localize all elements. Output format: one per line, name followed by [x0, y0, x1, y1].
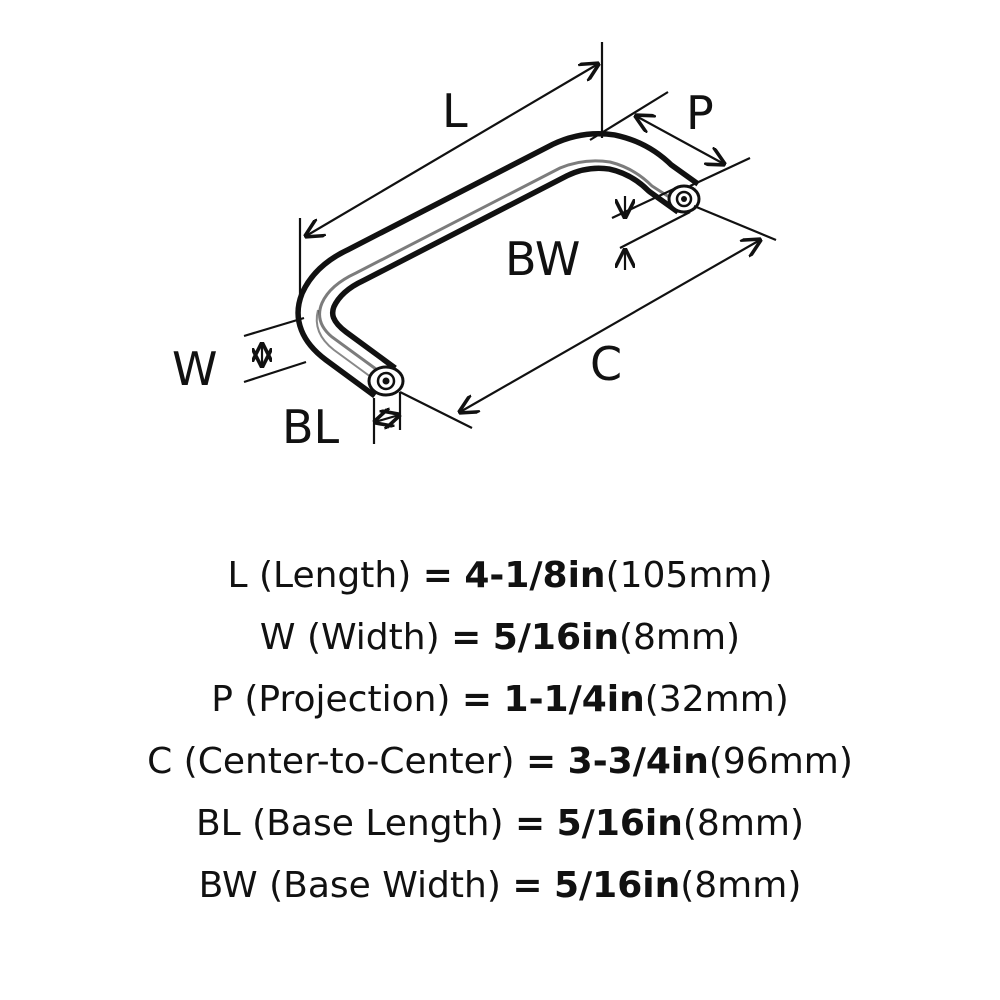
base-length-label: BL [282, 400, 340, 454]
spec-row-center-to-center: C (Center-to-Center) = 3-3/4in(96mm) [0, 731, 1000, 793]
spec-row-projection: P (Projection) = 1-1/4in(32mm) [0, 669, 1000, 731]
spec-row-base-length: BL (Base Length) = 5/16in(8mm) [0, 793, 1000, 855]
spec-equals: = [512, 865, 543, 906]
spec-mm-value: (32mm) [644, 679, 789, 720]
wire-pull-handle [295, 131, 700, 399]
specification-list: L (Length) = 4-1/8in(105mm) W (Width) = … [0, 545, 1000, 917]
spec-mm-value: (8mm) [682, 803, 805, 844]
spec-row-width: W (Width) = 5/16in(8mm) [0, 607, 1000, 669]
base-width-label: BW [505, 232, 580, 286]
spec-inch-value: 3-3/4in [567, 741, 709, 782]
width-dimension [243, 316, 307, 384]
handle-dimension-diagram: L P BW W C BL [172, 42, 777, 454]
spec-row-base-width: BW (Base Width) = 5/16in(8mm) [0, 855, 1000, 917]
spec-equals: = [451, 617, 482, 658]
center-to-center-label: C [590, 337, 622, 391]
projection-dimension [589, 91, 751, 187]
spec-equals: = [515, 803, 546, 844]
spec-mm-value: (105mm) [605, 555, 773, 596]
spec-equals: = [461, 679, 493, 720]
projection-label: P [686, 86, 714, 140]
spec-mm-value: (96mm) [708, 741, 853, 782]
left-end-cap [367, 365, 405, 397]
width-label: W [172, 342, 217, 396]
spec-inch-value: 1-1/4in [503, 679, 645, 720]
spec-name: (Base Width) [269, 865, 501, 906]
spec-equals: = [422, 555, 453, 596]
base-length-dimension [374, 392, 400, 444]
spec-inch-value: 5/16in [553, 865, 681, 906]
spec-code: P [211, 679, 233, 720]
right-end-cap [667, 184, 701, 214]
center-to-center-dimension [399, 204, 777, 429]
spec-name: (Width) [306, 617, 440, 658]
spec-mm-value: (8mm) [618, 617, 741, 658]
spec-name: (Base Length) [252, 803, 504, 844]
spec-code: BL [195, 803, 241, 844]
spec-code: C [147, 741, 173, 782]
spec-name: (Length) [259, 555, 412, 596]
length-dimension [298, 42, 602, 298]
spec-code: L [227, 555, 248, 596]
spec-mm-value: (8mm) [680, 865, 802, 906]
spec-code: W [259, 617, 296, 658]
length-label: L [442, 84, 468, 138]
spec-name: (Projection) [244, 679, 451, 720]
spec-inch-value: 4-1/8in [464, 555, 606, 596]
spec-code: BW [198, 865, 258, 906]
spec-equals: = [526, 741, 557, 782]
spec-row-length: L (Length) = 4-1/8in(105mm) [0, 545, 1000, 607]
spec-inch-value: 5/16in [556, 803, 683, 844]
spec-inch-value: 5/16in [492, 617, 619, 658]
spec-name: (Center-to-Center) [183, 741, 515, 782]
